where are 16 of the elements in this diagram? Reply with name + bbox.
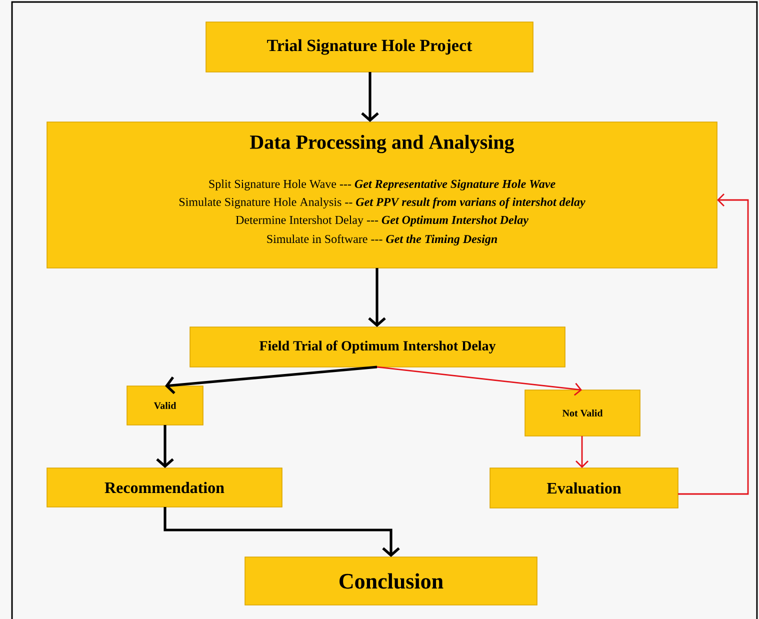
arrow bbox=[156, 425, 174, 468]
arrow bbox=[376, 366, 582, 396]
process-box: Conclusion bbox=[244, 556, 538, 606]
project-box: Trial Signature Hole Project bbox=[206, 22, 534, 72]
arrow bbox=[164, 507, 400, 557]
arrow bbox=[368, 268, 386, 327]
arrow bbox=[165, 366, 378, 394]
arrow bbox=[361, 72, 379, 122]
process-box: Evaluation bbox=[490, 468, 678, 508]
arrow bbox=[576, 436, 588, 468]
result-box: Valid bbox=[126, 386, 204, 426]
process-box: Field Trial of Optimum Intershot Delay bbox=[190, 326, 566, 368]
process-box: Recommendation bbox=[46, 468, 282, 508]
arrow bbox=[678, 194, 749, 495]
result-box: Not Valid bbox=[524, 390, 640, 436]
process-box: Data Processing and Analysing Split Signature Hole Wave --- Get Representative Signature Hole Wave Simulate Signature Hole Analysis -- Get PPV result from varians of intershot delay Determine Intershot Delay --- Get Optimum Intershot Delay Simulate in Software --- Get the Timing Design bbox=[46, 122, 718, 268]
